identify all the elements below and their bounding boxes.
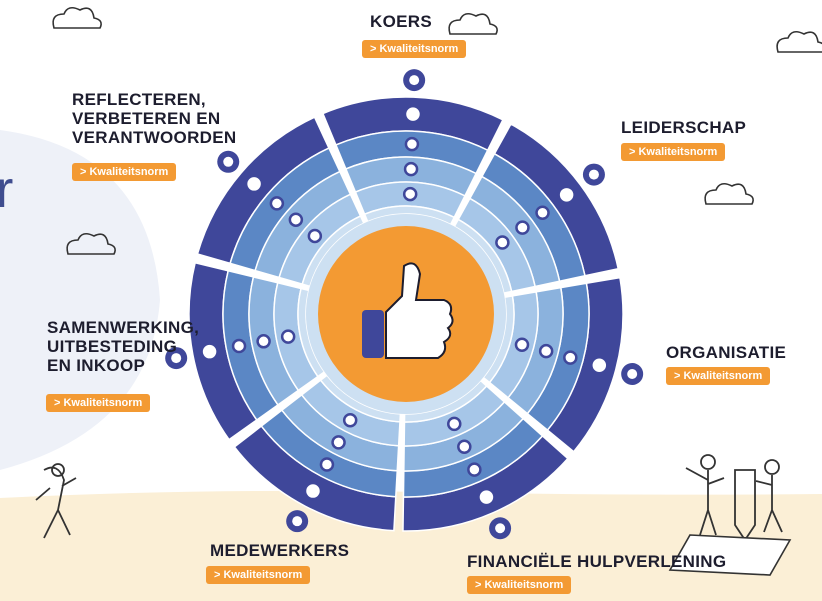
figure-head — [700, 454, 716, 470]
milestone-node — [515, 220, 530, 235]
outer-node-dot — [171, 353, 182, 364]
milestone-node — [200, 342, 219, 361]
milestone-node — [557, 185, 576, 205]
segment-title-koers: KOERS — [370, 12, 432, 31]
outer-node-dot — [495, 523, 506, 534]
figure-head — [764, 459, 780, 475]
outer-node-dot — [409, 75, 420, 86]
milestone-node — [590, 356, 609, 375]
milestone-node — [307, 228, 323, 244]
cloud-icon — [448, 12, 498, 35]
milestone-node — [514, 337, 530, 353]
milestone-node — [244, 174, 264, 194]
segment-title-reflecteren: REFLECTEREN, VERBETEREN EN VERANTWOORDEN — [72, 90, 237, 147]
milestone-node — [467, 462, 482, 477]
milestone-node — [563, 350, 578, 365]
milestone-node — [319, 457, 335, 472]
milestone-node — [535, 205, 550, 220]
kwaliteitsnorm-link-leiderschap[interactable]: > Kwaliteitsnorm — [621, 143, 726, 161]
ground-band — [0, 490, 822, 601]
background-shape — [0, 130, 160, 470]
outer-node-dot — [292, 516, 303, 527]
kwaliteitsnorm-link-organisatie[interactable]: > Kwaliteitsnorm — [666, 367, 771, 385]
milestone-node — [402, 186, 418, 202]
pencil-icon — [734, 469, 756, 542]
milestone-node — [331, 435, 346, 450]
paper-sheet — [668, 534, 792, 576]
kwaliteitsnorm-link-samenwerking[interactable]: > Kwaliteitsnorm — [46, 394, 151, 412]
segment-title-financiele-hulpverlening: FINANCIËLE HULPVERLENING — [467, 552, 727, 571]
milestone-node — [342, 412, 358, 428]
milestone-node — [403, 104, 423, 124]
segment-title-medewerkers: MEDEWERKERS — [210, 541, 350, 560]
kwaliteitsnorm-link-financiele-hulpverlening[interactable]: > Kwaliteitsnorm — [467, 576, 572, 594]
kwaliteitsnorm-link-koers[interactable]: > Kwaliteitsnorm — [362, 40, 467, 58]
cloud-icon — [66, 232, 116, 255]
kwaliteitsnorm-link-reflecteren[interactable]: > Kwaliteitsnorm — [72, 163, 177, 181]
running-figure — [35, 466, 77, 539]
decor-letter: r — [0, 161, 14, 219]
cloud-icon — [52, 6, 102, 29]
milestone-node — [256, 334, 271, 349]
milestone-node — [538, 343, 554, 359]
segment-title-leiderschap: LEIDERSCHAP — [621, 118, 747, 137]
figure-head — [51, 463, 65, 477]
segment-title-organisatie: ORGANISATIE — [666, 343, 787, 362]
standing-figure — [755, 475, 783, 533]
milestone-node — [288, 212, 304, 227]
milestone-node — [303, 481, 323, 501]
milestone-node — [404, 136, 420, 152]
milestone-node — [477, 487, 496, 507]
milestone-node — [403, 161, 419, 177]
milestone-node — [231, 338, 247, 354]
milestone-node — [280, 329, 296, 344]
outer-node-dot — [588, 169, 599, 180]
milestone-node — [269, 196, 285, 211]
milestone-node — [495, 235, 510, 250]
cloud-icon — [776, 30, 822, 53]
segment-title-samenwerking: SAMENWERKING, UITBESTEDING EN INKOOP — [47, 318, 200, 375]
outer-node-dot — [627, 368, 638, 379]
milestone-node — [457, 439, 472, 455]
outer-node-dot — [223, 156, 234, 167]
cloud-icon — [704, 182, 754, 205]
thumbs-up-icon — [362, 262, 454, 359]
standing-figure — [685, 467, 725, 536]
kwaliteitsnorm-link-medewerkers[interactable]: > Kwaliteitsnorm — [206, 566, 311, 584]
milestone-node — [447, 416, 462, 432]
